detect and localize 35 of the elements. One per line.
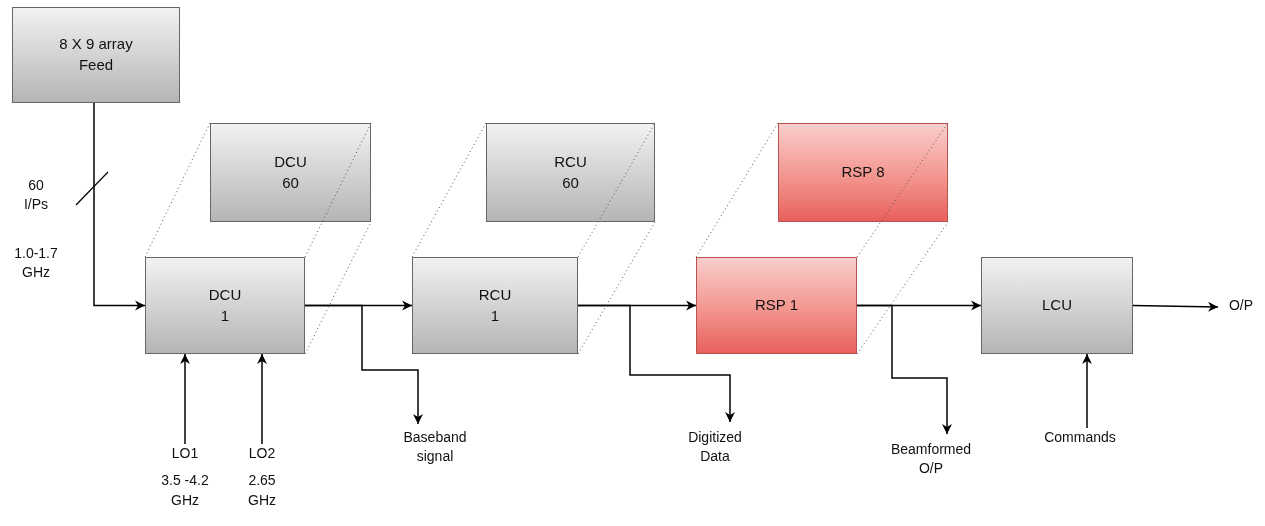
- signal-label: Digitized Data: [687, 428, 743, 467]
- box-label: RSP 1: [754, 295, 799, 316]
- signal-label: Beamformed O/P: [889, 440, 973, 479]
- signal-label: O/P: [1228, 296, 1254, 315]
- signal-label: LO2: [248, 444, 276, 463]
- box-label: LCU: [1042, 295, 1072, 316]
- process-box: [981, 257, 1133, 354]
- arrow: [1082, 353, 1092, 429]
- box-label: RCU 60: [553, 151, 588, 193]
- signal-label: 2.65 GHz: [247, 471, 277, 510]
- box-label: RSP 8: [841, 162, 885, 183]
- process-box: [210, 123, 371, 222]
- process-box: [12, 7, 180, 103]
- box-label: DCU 60: [273, 151, 308, 193]
- box-label: DCU 1: [207, 284, 243, 326]
- process-box: [412, 257, 578, 354]
- signal-label: 3.5 -4.2 GHz: [160, 471, 210, 510]
- process-box: [145, 257, 305, 354]
- arrow: [856, 304, 952, 435]
- arrow: [577, 304, 735, 423]
- arrow: [1132, 301, 1219, 312]
- process-box: [778, 123, 948, 222]
- box-label: RCU 1: [477, 284, 513, 326]
- process-box: [486, 123, 655, 222]
- arrow: [93, 102, 146, 311]
- process-box: [696, 257, 857, 354]
- signal-label: LO1: [171, 444, 199, 463]
- signal-label: Baseband signal: [402, 428, 468, 467]
- arrow: [180, 353, 190, 445]
- signal-label: 60 I/Ps: [22, 176, 50, 215]
- signal-label: 1.0-1.7 GHz: [13, 244, 59, 283]
- signal-label: Commands: [1044, 428, 1116, 447]
- arrow: [257, 353, 267, 445]
- box-label: 8 X 9 array Feed: [58, 34, 134, 75]
- arrow: [304, 304, 423, 425]
